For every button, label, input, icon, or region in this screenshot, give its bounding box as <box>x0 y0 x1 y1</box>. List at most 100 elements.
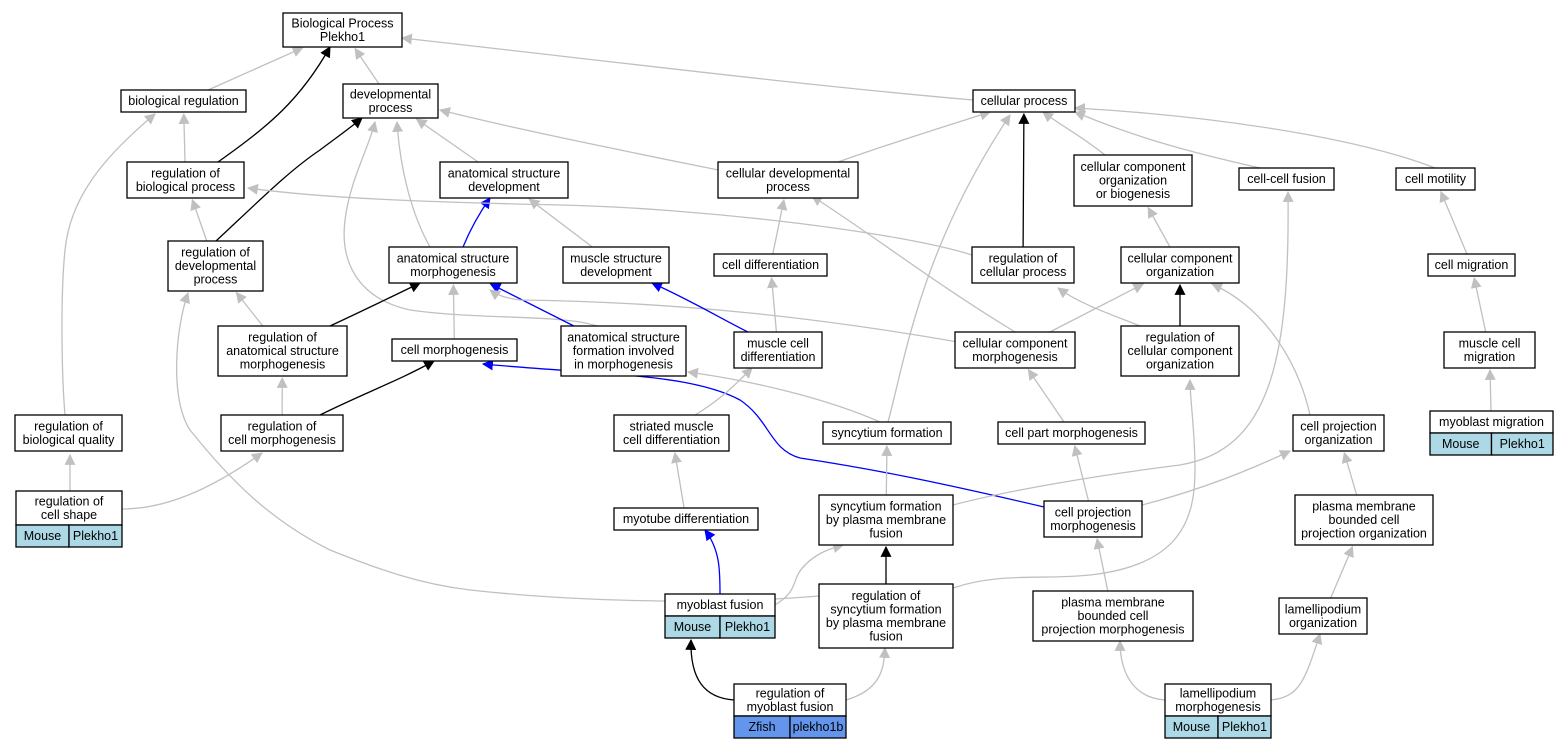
node-label-line: muscle cell <box>1459 336 1521 350</box>
edge-regasmorph-to-asmorph <box>329 282 421 327</box>
node-label-line: process <box>766 180 810 194</box>
edge-cellpartmorph-to-ccmorph <box>1027 368 1065 423</box>
gene-symbol-cell[interactable] <box>719 615 776 639</box>
node-label-line: cell differentiation <box>623 433 720 447</box>
go-term-node-cellmorph[interactable]: cell morphogenesis <box>391 338 518 362</box>
gene-symbol-cell-label: Plekho1 <box>725 620 770 634</box>
go-term-node-cellmig[interactable]: cell migration <box>1427 253 1516 277</box>
edge-cellprojmorph-to-cellpartmorph <box>1071 444 1090 502</box>
go-term-node-cellproc[interactable]: cellular process <box>972 89 1076 113</box>
edge-muscelldiff-to-musdev <box>650 282 749 333</box>
node-box <box>391 338 518 362</box>
node-label-line: process <box>194 273 238 287</box>
edge-regdevproc-to-regbioproc <box>190 198 208 242</box>
node-box <box>120 89 247 113</box>
edge-lammorph-to-lamorg <box>1270 632 1323 701</box>
node-label-line: plasma membrane <box>1312 500 1416 514</box>
gene-species-cell-label: Mouse <box>1173 720 1211 734</box>
go-term-node-syncform[interactable]: syncytium formation <box>822 421 952 445</box>
go-term-node-bioreg[interactable]: biological regulation <box>120 89 247 113</box>
edge-ccorgbio-to-cellproc <box>1042 111 1106 156</box>
gene-symbol-cell[interactable] <box>789 715 847 739</box>
node-label-line: organization <box>1289 616 1357 630</box>
node-label-line: myoblast fusion <box>747 700 834 714</box>
go-term-node-ccfusion[interactable]: cell-cell fusion <box>1238 167 1335 191</box>
go-term-node-celldiff[interactable]: cell differentiation <box>713 253 828 277</box>
node-label-line: by plasma membrane <box>826 616 946 630</box>
node-label-line: regulation of <box>989 251 1058 265</box>
node-label-line: cell migration <box>1435 258 1509 272</box>
node-label-line: myoblast migration <box>1439 415 1544 429</box>
node-label-line: regulation of <box>181 246 250 260</box>
gene-symbol-cell[interactable] <box>1217 715 1272 739</box>
gene-symbol-cell-label: plekho1b <box>793 720 844 734</box>
node-box <box>1443 331 1536 369</box>
node-box <box>613 414 730 452</box>
edge-myofusion-to-myotube <box>704 529 721 595</box>
node-box <box>1164 683 1272 717</box>
node-label-line: biological regulation <box>128 94 239 108</box>
node-box <box>14 414 123 452</box>
node-label-line: organization <box>1304 433 1372 447</box>
edge-ccorg-to-ccorgbio <box>1147 206 1171 248</box>
node-label-line: cellular component <box>1081 160 1186 174</box>
node-label-line: developmental <box>175 259 256 273</box>
edge-cellmot-to-cellproc <box>1073 103 1436 169</box>
node-label-line: cell morphogenesis <box>401 343 509 357</box>
gene-symbol-cell[interactable] <box>1490 432 1554 456</box>
go-term-node-cellmot[interactable]: cell motility <box>1395 167 1476 191</box>
edge-pmbcporg-to-cellprojorg <box>1341 451 1358 496</box>
edge-regcellshape-to-regcellmorph <box>121 452 263 510</box>
gene-species-cell-label: Mouse <box>1442 437 1480 451</box>
node-box <box>818 583 954 649</box>
edge-regbioproc-to-bp <box>217 46 331 163</box>
node-label-line: regulation of <box>248 419 317 433</box>
edge-pmbcpmorph-to-cellprojmorph <box>1093 537 1109 592</box>
node-box <box>997 421 1146 445</box>
go-term-node-cellpartmorph[interactable]: cell part morphogenesis <box>997 421 1146 445</box>
node-label-line: organization <box>1146 265 1214 279</box>
gene-symbol-cell[interactable] <box>68 524 123 548</box>
node-label-line: cell projection <box>1300 419 1376 433</box>
edge-regcellproc-to-cellproc <box>1018 112 1030 248</box>
node-label-line: formation involved <box>573 344 674 358</box>
gene-species-cell-label: Zfish <box>748 720 775 734</box>
edge-regdevproc-to-devproc <box>215 117 363 242</box>
edge-myofusion-to-syncpm <box>774 542 845 606</box>
node-label-line: cellular developmental <box>726 166 850 180</box>
go-term-node-myotube[interactable]: myotube differentiation <box>613 507 759 531</box>
node-box <box>1292 414 1385 452</box>
